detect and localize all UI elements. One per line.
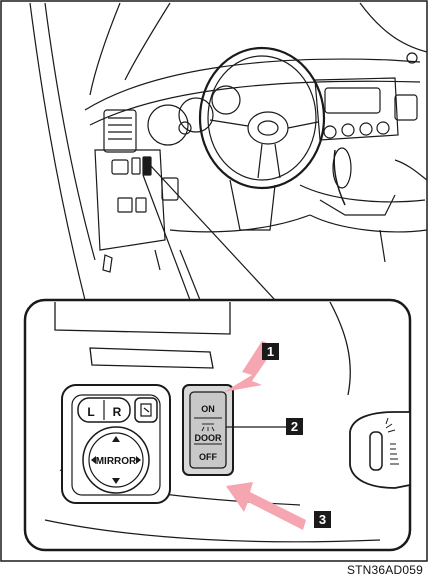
mirror-right-label: R [113,405,122,419]
mirror-left-label: L [87,405,94,419]
figure-code: STN36AD059 [347,563,423,577]
mirror-switch: L R MIRROR [62,385,170,503]
switch-off-label: OFF [199,452,217,462]
zoom-lines [143,165,275,300]
switch-on-label: ON [201,404,215,414]
callout-3: 3 [314,511,331,528]
door-light-switch: ON DOOR OFF [183,385,233,475]
dashboard-illustration [30,3,427,300]
dimmer-knob [350,412,410,488]
mirror-dial-label: MIRROR [96,456,137,467]
switch-door-label: DOOR [195,433,223,443]
callout-1: 1 [262,343,279,360]
callout-2: 2 [286,418,303,435]
